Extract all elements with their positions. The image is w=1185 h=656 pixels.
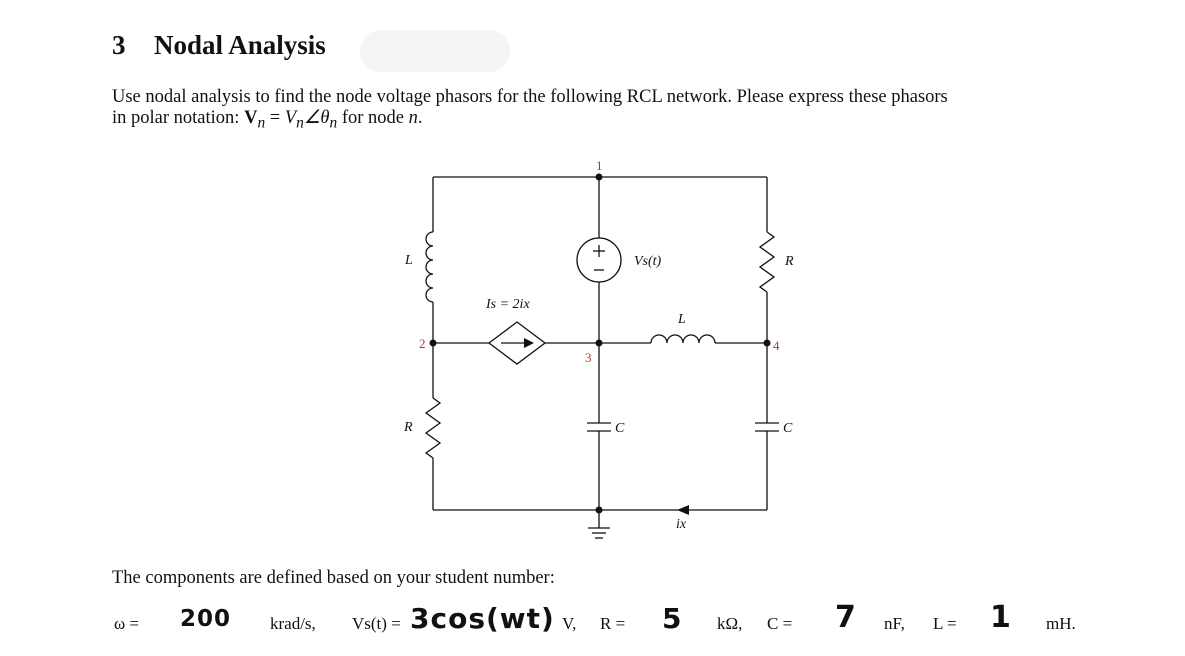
values-row: ω = 200 krad/s, Vs(t) = 3cos(wt) V, R = … xyxy=(0,600,1185,646)
polar-prefix: in polar notation: xyxy=(112,108,245,128)
vs-unit: V, xyxy=(562,614,577,633)
node-label-3: 3 xyxy=(585,350,592,365)
node-var: n xyxy=(408,108,418,128)
r-value: 5 xyxy=(662,602,683,635)
label-resistor-right: R xyxy=(784,254,794,269)
section-number: 3 xyxy=(112,30,126,60)
node-4-dot xyxy=(763,339,771,347)
erased-smudge xyxy=(360,30,510,72)
l-unit: mH. xyxy=(1046,614,1076,633)
omega-value: 200 xyxy=(180,606,232,632)
footer-text: The components are defined based on your… xyxy=(112,568,555,588)
resistor-right xyxy=(758,231,776,293)
polar-suffix: for node xyxy=(337,108,409,128)
c-label: C = xyxy=(767,614,793,633)
inductor-left xyxy=(425,231,434,303)
label-voltage-source: Vs(t) xyxy=(634,254,662,269)
angle-symbol: ∠θ xyxy=(303,108,330,128)
problem-line-1: Use nodal analysis to find the node volt… xyxy=(112,87,948,107)
phasor-sub: n xyxy=(257,114,266,132)
voltage-source xyxy=(576,237,622,283)
problem-line-2: in polar notation: Vn = Vn∠θn for node n… xyxy=(112,108,1102,134)
c-unit: nF, xyxy=(884,614,905,633)
label-inductor-left: L xyxy=(404,253,413,268)
equals: = xyxy=(265,108,285,128)
c-value: 7 xyxy=(835,600,857,635)
r-label: R = xyxy=(600,614,626,633)
inductor-mid xyxy=(650,334,716,344)
label-resistor-left: R xyxy=(403,420,413,435)
label-inductor-mid: L xyxy=(677,312,686,327)
node-label-4: 4 xyxy=(773,338,780,353)
period: . xyxy=(417,108,423,128)
phasor-symbol: V xyxy=(244,108,258,128)
node-label-2: 2 xyxy=(419,336,426,351)
omega-unit: krad/s, xyxy=(270,614,316,633)
ix-arrow-head xyxy=(677,505,689,515)
l-value: 1 xyxy=(990,600,1012,635)
resistor-left xyxy=(424,397,442,459)
angle-sub: n xyxy=(329,114,338,132)
label-current-source: Is = 2ix xyxy=(485,297,530,312)
vs-label: Vs(t) = xyxy=(352,614,401,633)
magnitude-sub: n xyxy=(296,114,304,132)
section-heading: 3 Nodal Analysis xyxy=(112,30,326,61)
label-ix: ix xyxy=(676,517,687,532)
node-3-dot xyxy=(595,339,603,347)
node-1-dot xyxy=(595,173,603,181)
section-title: Nodal Analysis xyxy=(154,30,326,60)
problem-statement: Use nodal analysis to find the node volt… xyxy=(112,87,1102,134)
r-unit: kΩ, xyxy=(717,614,743,633)
node-2-dot xyxy=(429,339,437,347)
magnitude-symbol: V xyxy=(284,108,297,128)
node-label-1: 1 xyxy=(596,158,603,173)
omega-label: ω = xyxy=(114,614,140,633)
dependent-current-source xyxy=(487,321,547,365)
vs-value: 3cos(wt) xyxy=(410,602,555,635)
label-capacitor-right: C xyxy=(783,421,793,436)
l-label: L = xyxy=(933,614,957,633)
label-capacitor-mid: C xyxy=(615,421,625,436)
node-ground-dot xyxy=(595,506,603,514)
cs-arrow-head xyxy=(524,338,534,348)
